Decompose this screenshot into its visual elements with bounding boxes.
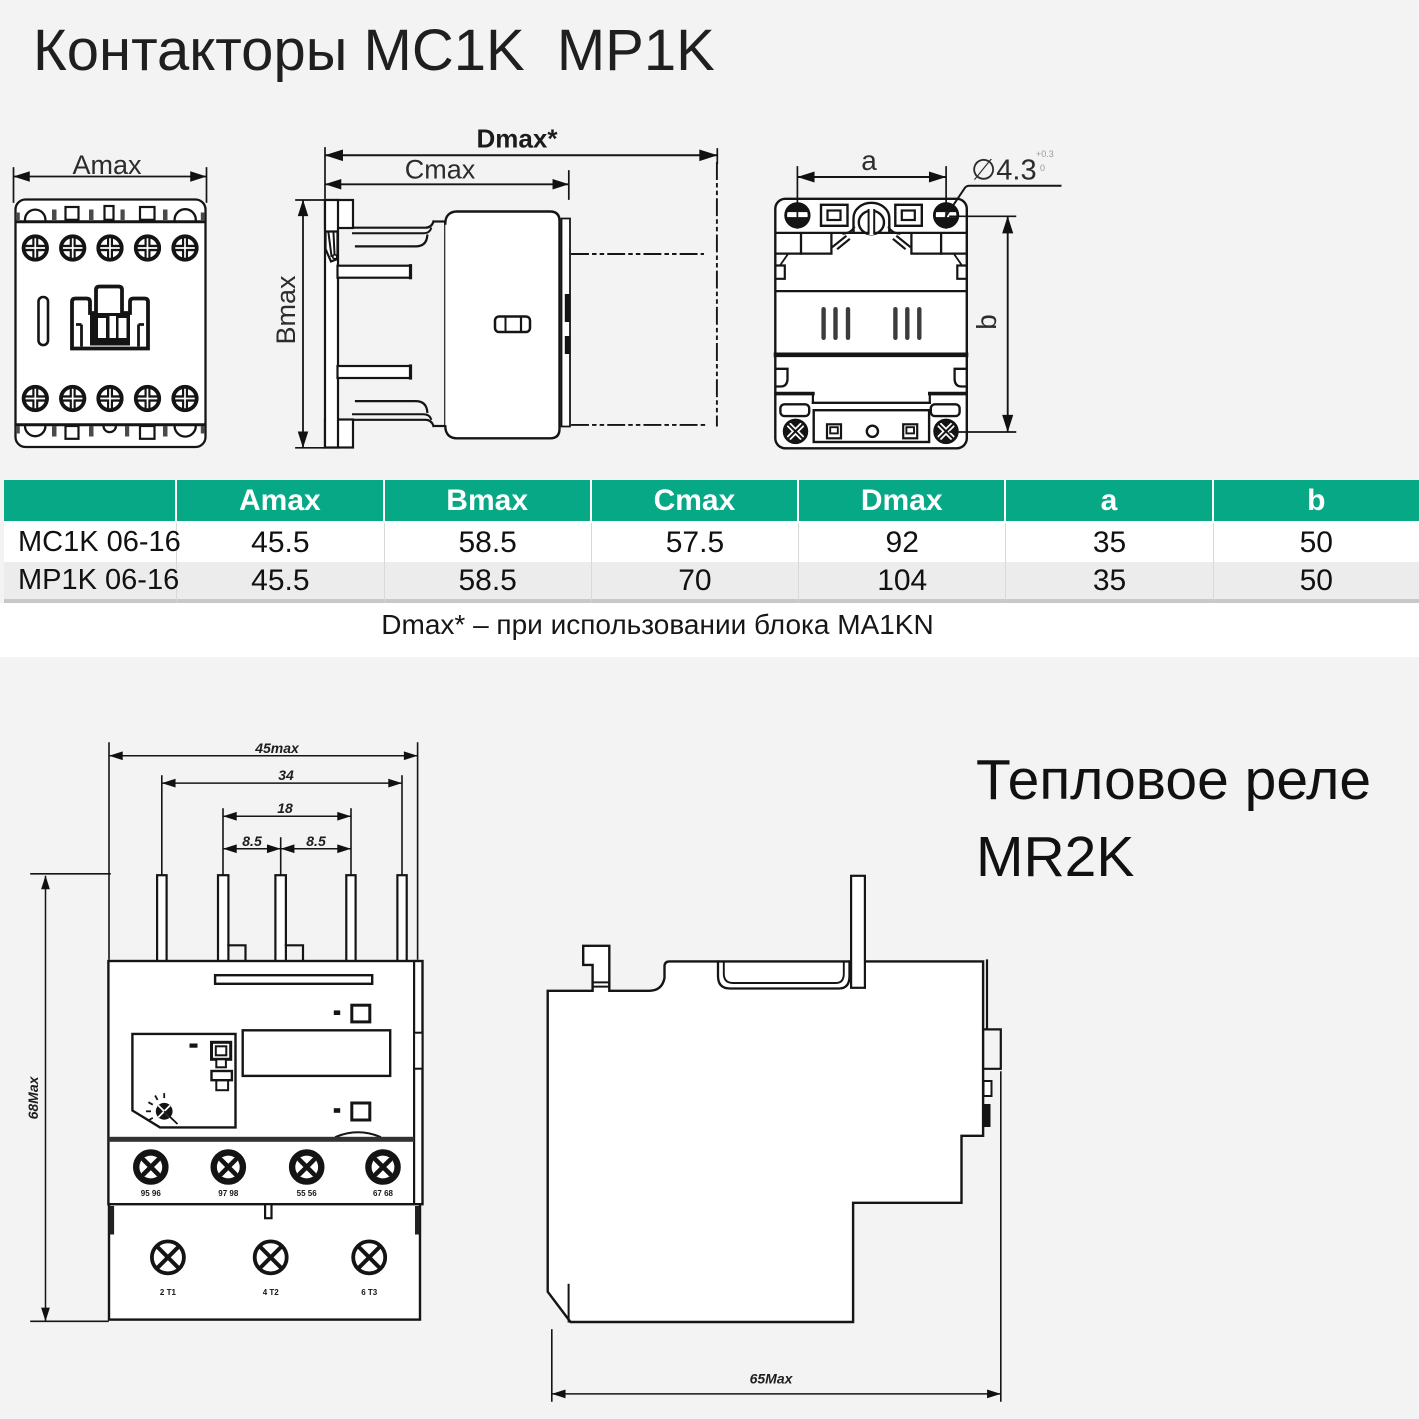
svg-text:8.5: 8.5	[306, 833, 326, 849]
svg-text:Amax: Amax	[72, 150, 142, 180]
svg-text:18: 18	[277, 800, 293, 816]
svg-text:68Max: 68Max	[25, 1075, 41, 1119]
svg-text:Cmax: Cmax	[405, 155, 476, 185]
svg-text:65Max: 65Max	[750, 1371, 794, 1387]
svg-text:6 T3: 6 T3	[361, 1288, 378, 1297]
svg-text:a: a	[861, 145, 877, 176]
svg-text:95 96: 95 96	[141, 1189, 162, 1198]
svg-text:4 T2: 4 T2	[263, 1288, 280, 1297]
svg-text:Bmax: Bmax	[271, 275, 301, 345]
svg-text:b: b	[971, 314, 1002, 330]
svg-text:∅4.3: ∅4.3	[971, 155, 1037, 187]
svg-text:2 T1: 2 T1	[160, 1288, 177, 1297]
svg-text:55 56: 55 56	[297, 1189, 318, 1198]
svg-text:34: 34	[278, 767, 294, 783]
svg-text:0: 0	[1040, 163, 1045, 173]
svg-text:+0.3: +0.3	[1036, 149, 1054, 159]
svg-text:Dmax*: Dmax*	[477, 124, 559, 154]
svg-text:97 98: 97 98	[218, 1189, 239, 1198]
svg-text:45max: 45max	[254, 740, 300, 756]
svg-text:8.5: 8.5	[242, 833, 262, 849]
svg-text:67 68: 67 68	[373, 1189, 394, 1198]
